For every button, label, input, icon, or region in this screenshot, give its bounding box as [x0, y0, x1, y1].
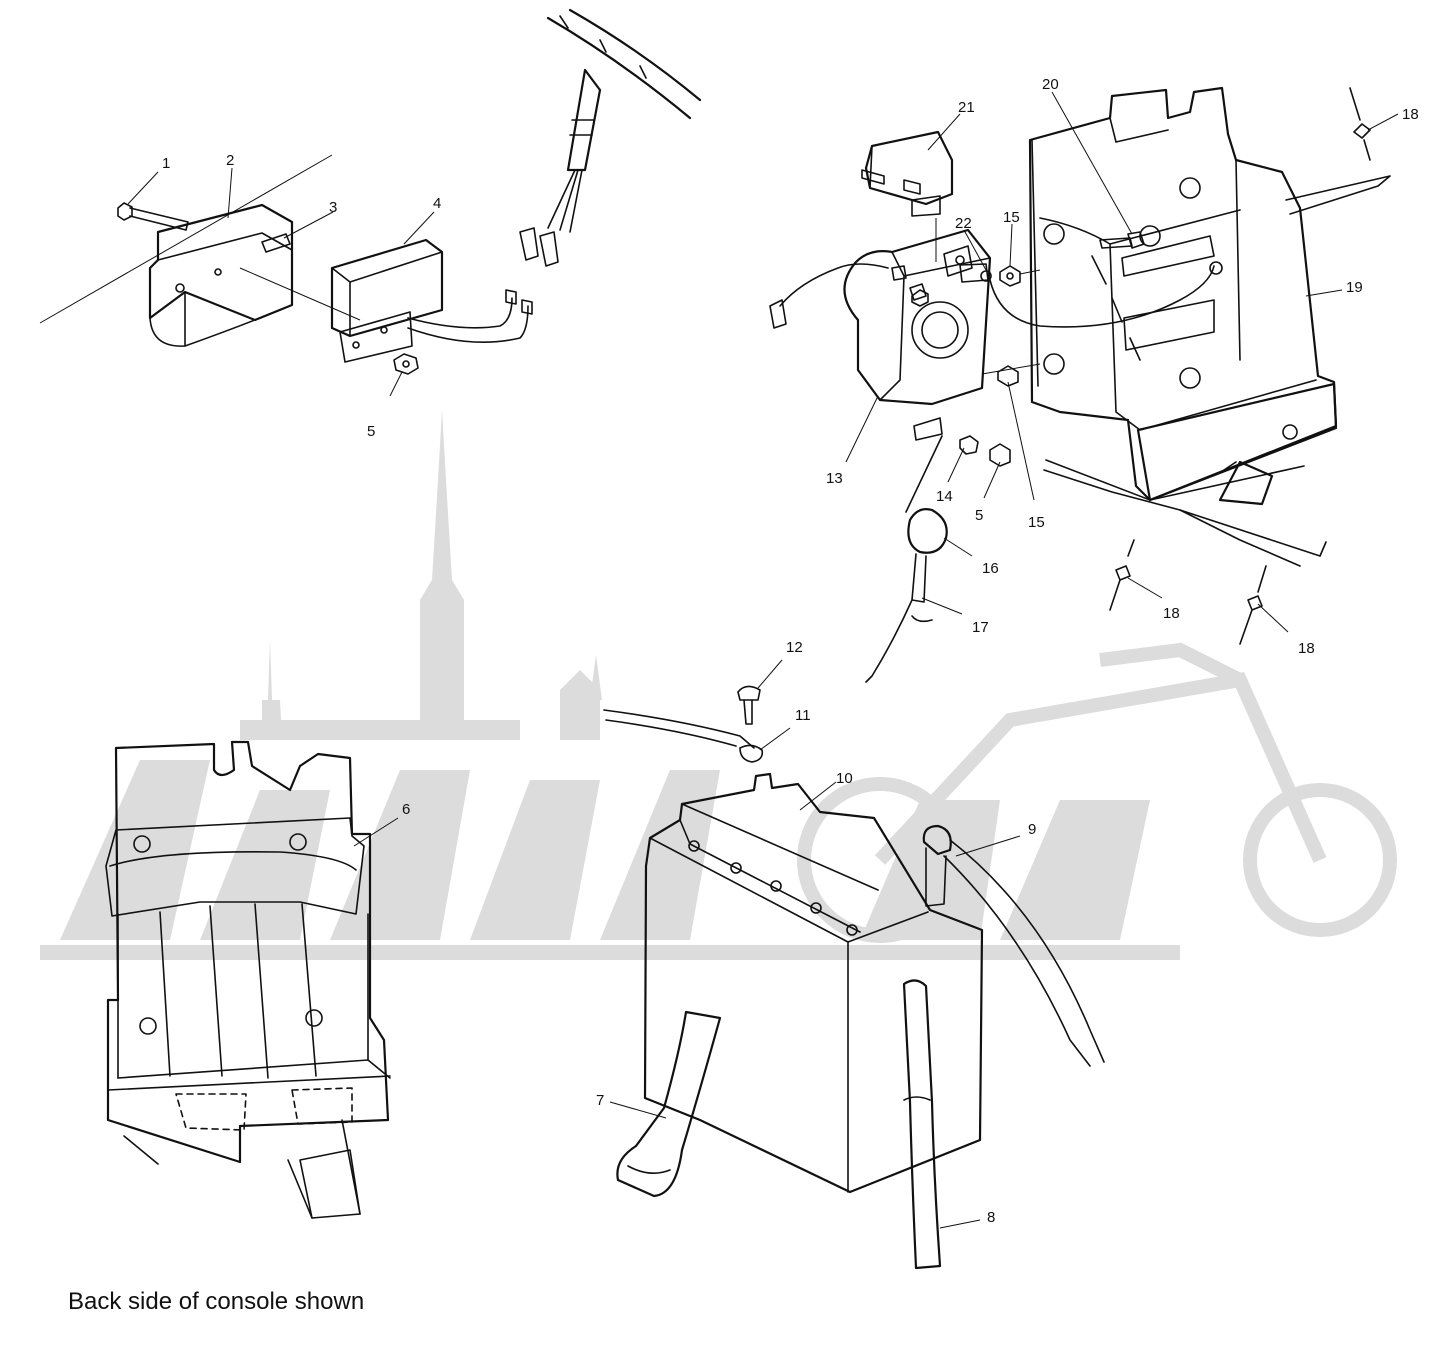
callout-15: 15: [1028, 514, 1045, 531]
callout-22: 22: [955, 215, 972, 232]
diagram-caption: Back side of console shown: [68, 1288, 365, 1315]
watermark-graphic: [40, 410, 1397, 960]
callout-19: 19: [1346, 279, 1363, 296]
callout-18: 18: [1402, 106, 1419, 123]
callout-13: 13: [826, 470, 843, 487]
callout-18: 18: [1163, 605, 1180, 622]
callout-1: 1: [162, 155, 170, 172]
battery-box: [105, 740, 391, 1219]
regulator-bracket-assembly: [39, 8, 702, 375]
callout-3: 3: [329, 199, 337, 216]
callout-12: 12: [786, 639, 803, 656]
leader-lines: [127, 91, 1399, 1229]
callout-9: 9: [1028, 821, 1036, 838]
callout-16: 16: [982, 560, 999, 577]
callout-18: 18: [1298, 640, 1315, 657]
solenoid-bracket-assembly: [769, 86, 1391, 683]
callout-17: 17: [972, 619, 989, 636]
callout-labels: 1 2 3 4 5 5 6 7 8 9 10 11 12 13 14 15 15…: [162, 76, 1419, 1226]
battery: [603, 685, 1105, 1270]
callout-4: 4: [433, 195, 441, 212]
callout-14: 14: [936, 488, 953, 505]
callout-10: 10: [836, 770, 853, 787]
callout-21: 21: [958, 99, 975, 116]
callout-6: 6: [402, 801, 410, 818]
callout-2: 2: [226, 152, 234, 169]
callout-11: 11: [795, 707, 811, 724]
callout-5: 5: [367, 423, 375, 440]
callout-7: 7: [596, 1092, 604, 1109]
callout-8: 8: [987, 1209, 995, 1226]
callout-5: 5: [975, 507, 983, 524]
callout-20: 20: [1042, 76, 1059, 93]
callout-15: 15: [1003, 209, 1020, 226]
